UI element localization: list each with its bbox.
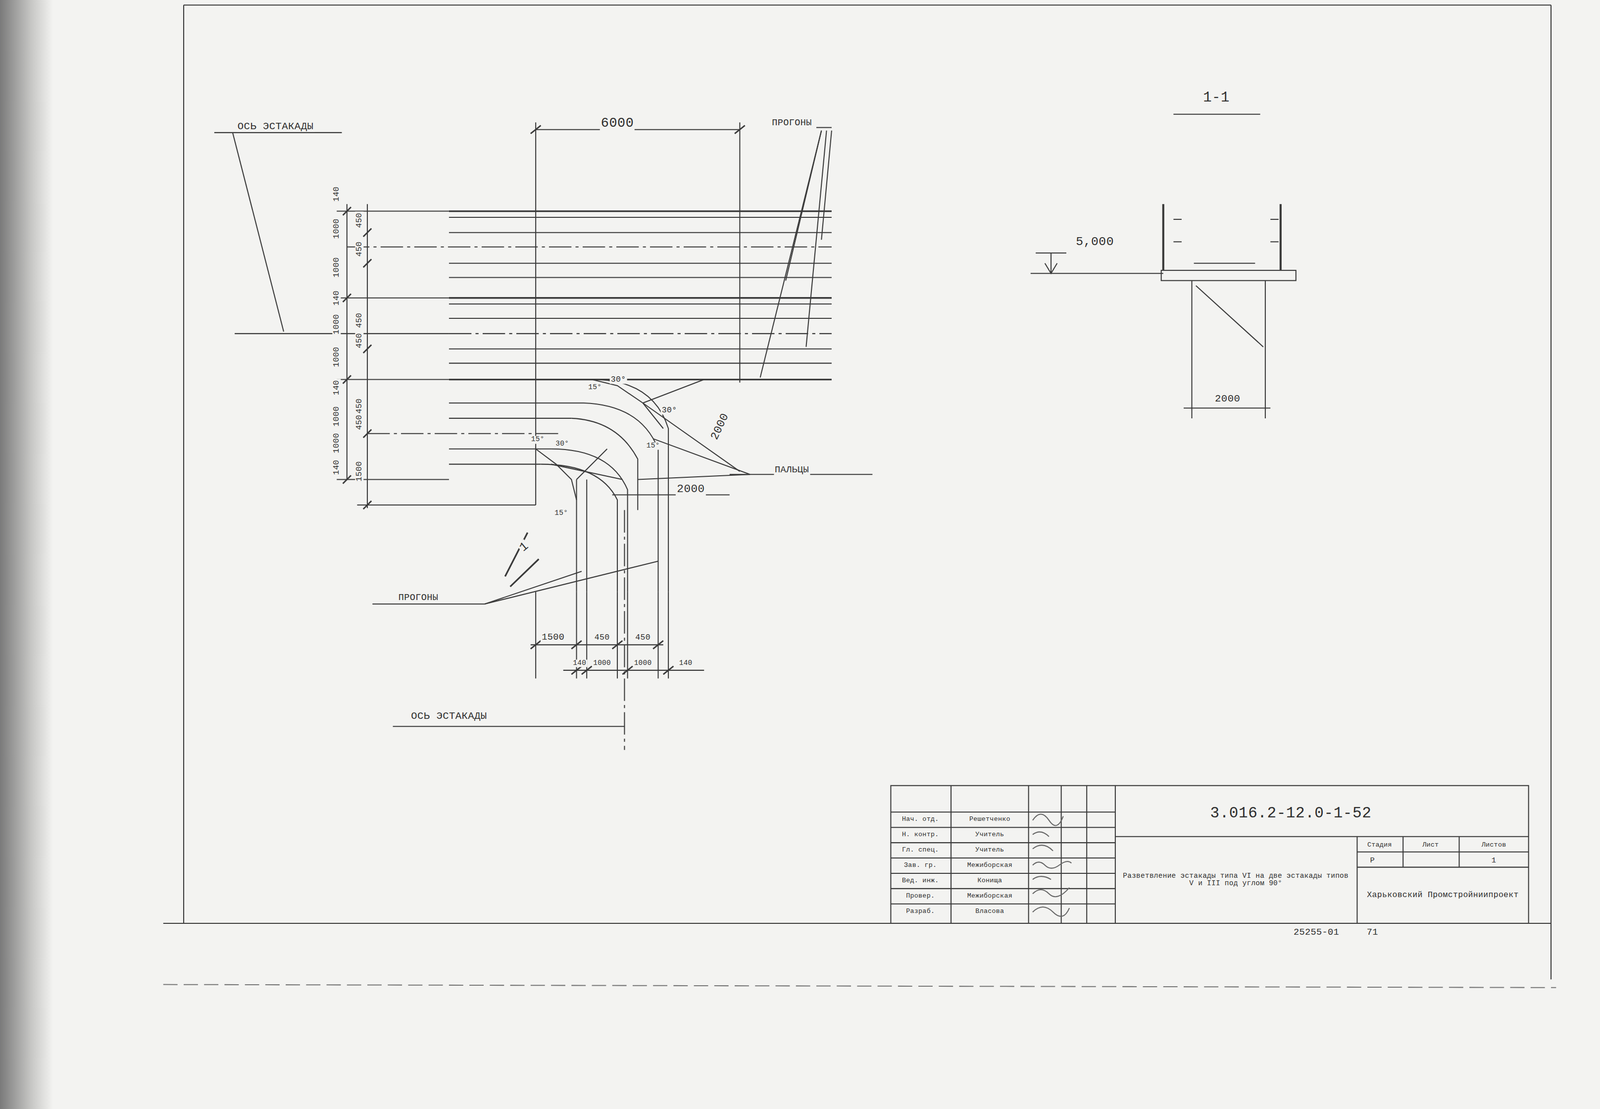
- angle-label: 15°: [553, 509, 569, 517]
- title-cell: Разраб.: [904, 907, 936, 915]
- dimension: 2000: [1213, 393, 1242, 405]
- dimension: 1500: [354, 460, 364, 483]
- title-cell: Лист: [1421, 841, 1440, 849]
- part-label: ПРОГОНЫ: [397, 593, 440, 603]
- drawing-title: Разветвление эстакады типа VI на две эст…: [1119, 872, 1352, 888]
- archive-number: 71: [1365, 927, 1380, 938]
- archive-number: 25255-01: [1292, 927, 1341, 938]
- dimension: 2000: [675, 483, 706, 496]
- drawing-number: 3.016.2-12.0-1-52: [1209, 805, 1373, 822]
- axis-label: ОСЬ ЭСТАКАДЫ: [236, 121, 315, 133]
- dimension: 2000: [708, 410, 733, 443]
- dimension: 1000: [633, 659, 653, 667]
- dimension: 140: [332, 185, 342, 203]
- title-cell: Н. контр.: [900, 831, 941, 839]
- title-cell: Стадия: [1366, 841, 1394, 849]
- title-cell: 1: [1490, 856, 1498, 865]
- angle-label: 15°: [645, 442, 661, 450]
- angle-label: 30°: [609, 375, 628, 384]
- title-cell: Конища: [976, 877, 1003, 885]
- dimension: 6000: [600, 116, 635, 131]
- dimension: 450: [354, 397, 364, 415]
- dimension: 1000: [332, 256, 342, 279]
- title-cell: Р: [1369, 856, 1377, 865]
- title-cell: Межиборская: [966, 892, 1014, 900]
- part-label: ПРОГОНЫ: [770, 118, 813, 129]
- title-cell: Провер.: [904, 892, 936, 900]
- title-cell: Учитель: [974, 846, 1005, 854]
- dimension: 450: [354, 240, 364, 258]
- angle-label: 30°: [554, 440, 570, 448]
- title-cell: Учитель: [974, 831, 1005, 839]
- title-cell: Нач. отд.: [900, 815, 941, 823]
- dimension: 1000: [592, 659, 612, 667]
- title-cell: Зав. гр.: [902, 861, 938, 869]
- title-cell: Гл. спец.: [900, 846, 941, 854]
- dimension: 450: [354, 332, 364, 350]
- axis-label: ОСЬ ЭСТАКАДЫ: [409, 710, 488, 722]
- section-view: [1030, 114, 1297, 419]
- angle-label: 15°: [587, 384, 603, 392]
- scan-edge: [0, 0, 53, 1109]
- title-cell: Власова: [974, 907, 1005, 915]
- title-cell: Вед. инж.: [900, 877, 941, 885]
- dimension: 450: [634, 633, 652, 643]
- title-block: [890, 785, 1529, 924]
- dimension: 450: [593, 633, 611, 643]
- angle-label: 15°: [530, 436, 546, 444]
- section-mark: 1: [516, 539, 533, 555]
- title-cell: Межиборская: [966, 861, 1014, 869]
- dimension: 1000: [332, 217, 342, 240]
- dimension: 450: [354, 311, 364, 330]
- plan-view: [214, 122, 873, 750]
- section-title: 1-1: [1201, 90, 1231, 106]
- title-cell: Листов: [1480, 841, 1508, 849]
- dimension: 1000: [332, 346, 342, 369]
- dimension: 140: [332, 458, 342, 477]
- dimension: 1000: [332, 405, 342, 428]
- dimension: 450: [354, 211, 364, 230]
- angle-label: 30°: [660, 405, 679, 415]
- part-label: ПАЛЬЦЫ: [773, 465, 810, 475]
- dimension: 450: [354, 413, 364, 432]
- dimension: 140: [332, 289, 342, 307]
- organization: Харьковский Промстройниипроект: [1362, 890, 1523, 900]
- dimension: 1000: [332, 431, 342, 454]
- title-cell: Решетченко: [968, 815, 1012, 823]
- dimension: 140: [571, 659, 588, 667]
- frame: [163, 4, 1557, 988]
- dimension: 1000: [332, 313, 342, 336]
- dimension: 140: [678, 659, 694, 667]
- elevation: 5,000: [1074, 235, 1115, 249]
- dimension: 1500: [540, 633, 566, 643]
- dimension: 140: [332, 379, 342, 397]
